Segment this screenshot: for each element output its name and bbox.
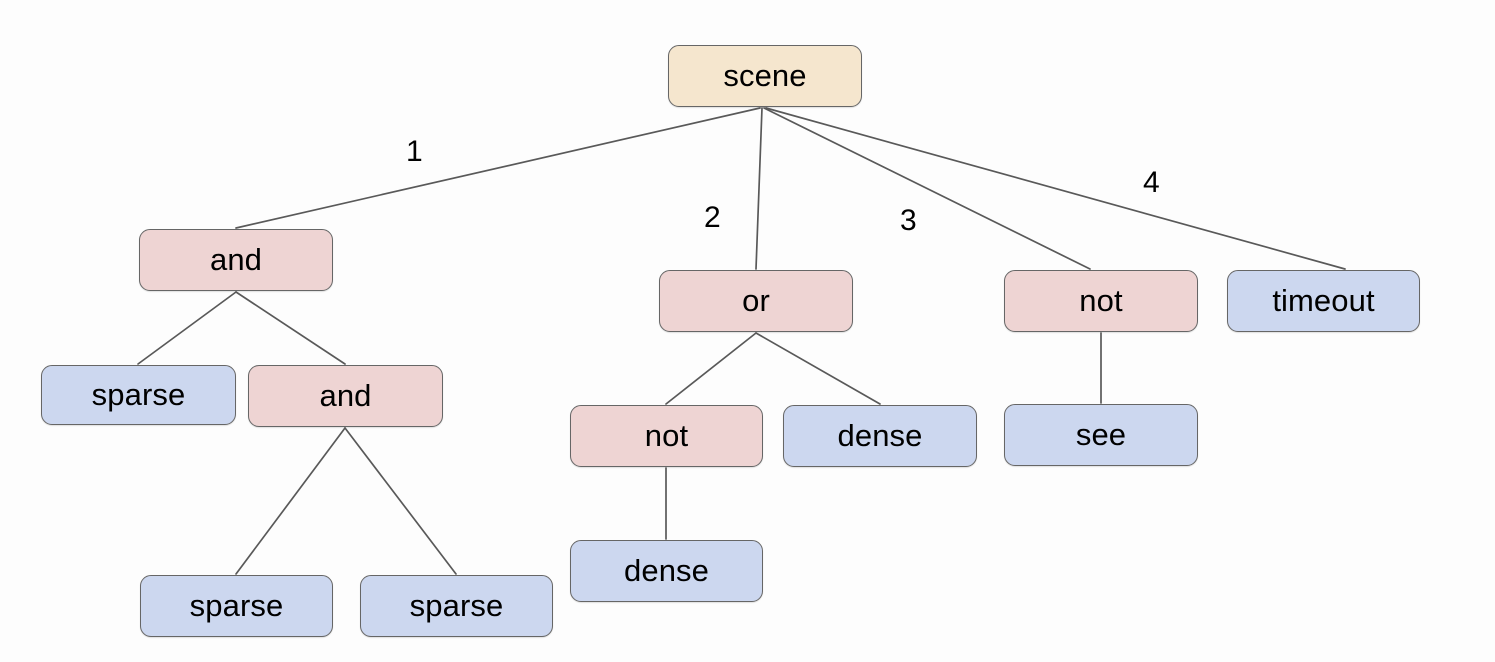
tree-node-and2[interactable]: and: [248, 365, 443, 427]
tree-node-label: not: [1079, 282, 1123, 318]
tree-node-label: and: [319, 377, 372, 413]
tree-node-or1[interactable]: or: [659, 270, 853, 332]
tree-node-label: and: [209, 241, 263, 277]
tree-node-not_m[interactable]: not: [570, 405, 763, 467]
edge-label-1: 1: [406, 135, 423, 168]
tree-node-not_r[interactable]: not: [1004, 270, 1198, 332]
edge-label-3: 3: [900, 204, 917, 237]
tree-node-scene[interactable]: scene: [668, 45, 862, 107]
edge-label-4: 4: [1143, 166, 1160, 199]
tree-node-dense_b[interactable]: dense: [570, 540, 763, 602]
tree-node-sparse_b[interactable]: sparse: [140, 575, 333, 637]
tree-node-label: dense: [837, 417, 923, 453]
tree-node-label: sparse: [189, 587, 284, 623]
tree-node-label: sparse: [91, 376, 186, 412]
tree-node-dense_r[interactable]: dense: [783, 405, 977, 467]
tree-node-see[interactable]: see: [1004, 404, 1198, 466]
tree-node-label: sparse: [409, 587, 504, 623]
tree-node-sparse_c[interactable]: sparse: [360, 575, 553, 637]
tree-node-label: or: [742, 282, 770, 318]
edge-label-2: 2: [704, 201, 721, 234]
tree-node-label: not: [644, 417, 689, 453]
tree-node-timeout[interactable]: timeout: [1227, 270, 1420, 332]
tree-node-sparse_a[interactable]: sparse: [41, 365, 236, 425]
tree-node-label: scene: [723, 57, 807, 93]
tree-node-and1[interactable]: and: [139, 229, 333, 291]
tree-node-label: see: [1075, 416, 1127, 452]
tree-node-label: timeout: [1272, 282, 1375, 318]
tree-node-label: dense: [624, 552, 709, 588]
